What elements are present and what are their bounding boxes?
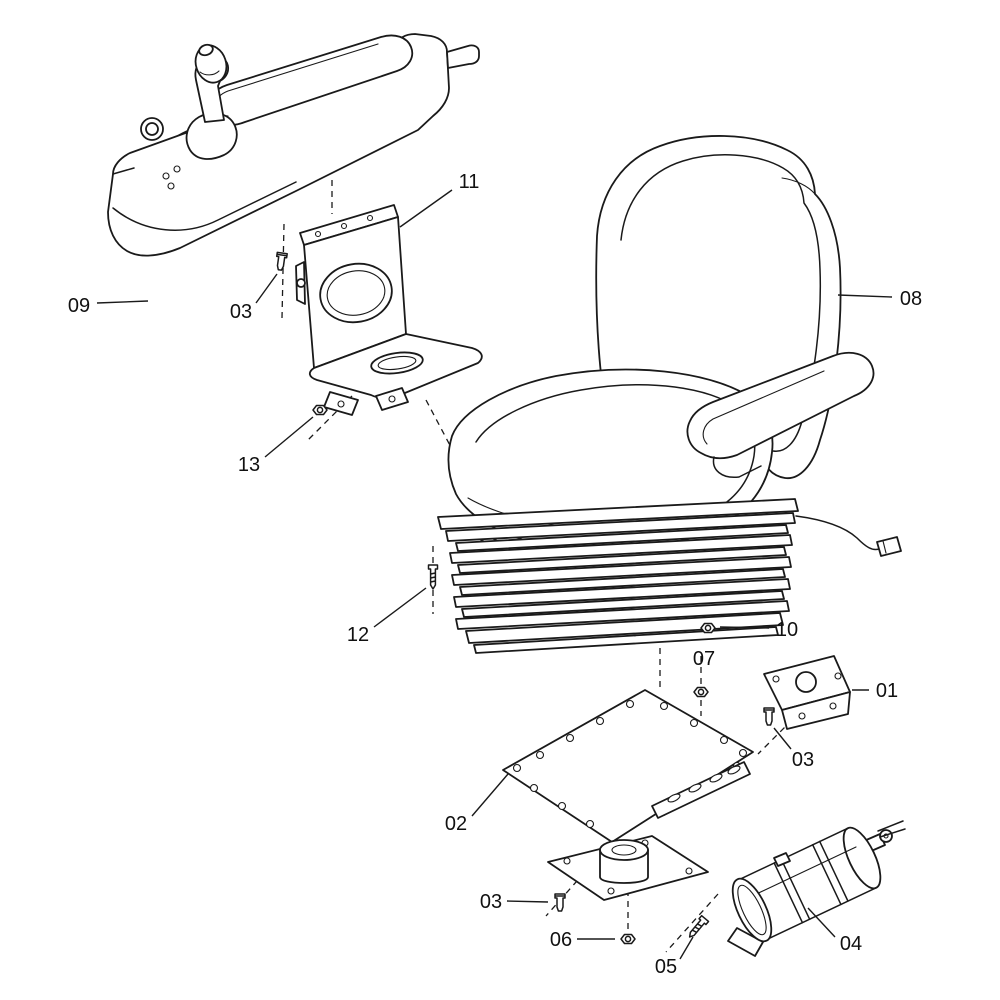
callout-leader-line — [773, 727, 792, 750]
callout-leader-line — [96, 300, 149, 304]
seat-cable — [795, 515, 880, 551]
callout-leader-line — [255, 273, 278, 304]
part-number-label: 01 — [876, 680, 898, 702]
fire-extinguisher-part-04 — [727, 820, 906, 957]
callout-layer: 09 03 13 11 08 12 10 07 01 03 02 03 06 05 04 — [68, 171, 922, 978]
nut-icon-07 — [693, 686, 709, 698]
part-number-label: 12 — [347, 624, 369, 646]
nut-icon-10 — [700, 622, 716, 634]
swivel-mount — [547, 835, 709, 901]
part-number-label: 11 — [459, 171, 480, 193]
callout-leader-line — [837, 294, 893, 298]
callout-13-2: 13 — [238, 416, 314, 476]
bolt-icon-05 — [685, 914, 710, 941]
callout-leader-line — [506, 900, 549, 903]
callout-03-1: 03 — [230, 273, 278, 323]
callout-03-11: 03 — [480, 891, 549, 913]
screw-icon-03a — [274, 251, 288, 272]
seat-part-08 — [437, 135, 902, 654]
screw-icon-03c — [554, 893, 566, 912]
callout-02-10: 02 — [445, 773, 509, 835]
bracket-part-01 — [763, 655, 851, 730]
part-number-label: 05 — [655, 956, 677, 978]
cable-connector — [876, 536, 902, 557]
part-number-label: 08 — [900, 288, 922, 310]
base-plate-part-02 — [502, 689, 754, 843]
part-number-label: 06 — [550, 929, 572, 951]
callout-10-6: 10 — [719, 619, 798, 641]
part-number-label: 07 — [693, 648, 715, 670]
callout-07-7: 07 — [693, 648, 715, 670]
callout-11-3: 11 — [399, 171, 480, 228]
part-number-label: 03 — [230, 301, 252, 323]
callout-04-14: 04 — [807, 907, 862, 955]
part-number-label: 10 — [776, 619, 798, 641]
nut-icon-06 — [620, 933, 636, 945]
joystick-console-part-09 — [107, 33, 480, 257]
callout-05-13: 05 — [655, 936, 694, 978]
callout-leader-line — [679, 936, 694, 960]
part-number-label: 13 — [238, 454, 260, 476]
part-number-label: 03 — [792, 749, 814, 771]
callout-03-9: 03 — [773, 727, 814, 771]
callout-06-12: 06 — [550, 929, 615, 951]
mounting-bracket-part-11 — [295, 204, 483, 416]
callout-leader-line — [264, 416, 314, 458]
part-number-label: 02 — [445, 813, 467, 835]
callout-09-0: 09 — [68, 295, 149, 317]
callout-leader-line — [373, 587, 427, 628]
part-number-label: 03 — [480, 891, 502, 913]
part-number-label: 04 — [840, 933, 862, 955]
nut-icon-13 — [312, 404, 328, 416]
seat-armrest — [686, 352, 875, 460]
screw-icon-03b — [763, 707, 775, 726]
callout-01-8: 01 — [852, 680, 898, 702]
callout-leader-line — [471, 773, 509, 817]
bolt-icon-12 — [427, 564, 439, 590]
callout-12-5: 12 — [347, 587, 427, 646]
callout-leader-line — [807, 907, 836, 938]
callout-leader-line — [719, 626, 770, 629]
callout-leader-line — [399, 189, 453, 228]
part-number-label: 09 — [68, 295, 90, 317]
callout-08-4: 08 — [837, 288, 922, 310]
